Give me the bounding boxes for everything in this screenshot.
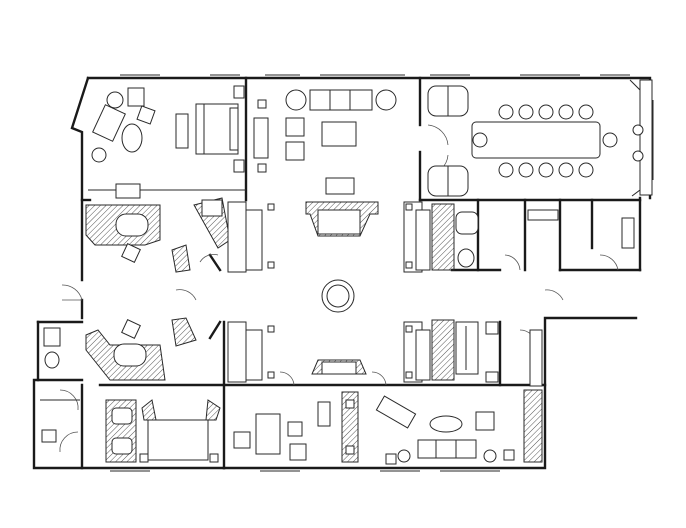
coffee-table	[121, 123, 143, 153]
lounge-chair	[375, 395, 417, 429]
armchair	[127, 87, 145, 107]
dresser	[175, 113, 189, 149]
lounge	[375, 329, 543, 465]
sofa	[417, 439, 477, 459]
living-room	[253, 89, 397, 237]
interior-walls	[36, 76, 642, 470]
chair	[233, 431, 251, 449]
nightstand	[233, 159, 245, 173]
windows	[110, 74, 654, 472]
bathroom-lower	[40, 317, 197, 443]
bathtub	[147, 419, 209, 461]
bedroom	[88, 85, 246, 191]
armchair	[475, 411, 495, 431]
dining-room	[427, 85, 644, 197]
coffee-table	[321, 121, 357, 147]
sofa	[309, 89, 373, 111]
nightstand	[233, 85, 245, 99]
study	[233, 391, 359, 463]
hallway	[227, 201, 431, 383]
bathroom-upper	[85, 183, 231, 273]
dining-table	[471, 121, 601, 159]
bathroom-right	[431, 203, 635, 383]
sofa	[92, 104, 126, 142]
coffee-table	[429, 415, 463, 433]
master-bath	[105, 399, 221, 463]
desk	[115, 183, 141, 199]
desk	[255, 413, 281, 455]
toilet	[43, 327, 61, 347]
